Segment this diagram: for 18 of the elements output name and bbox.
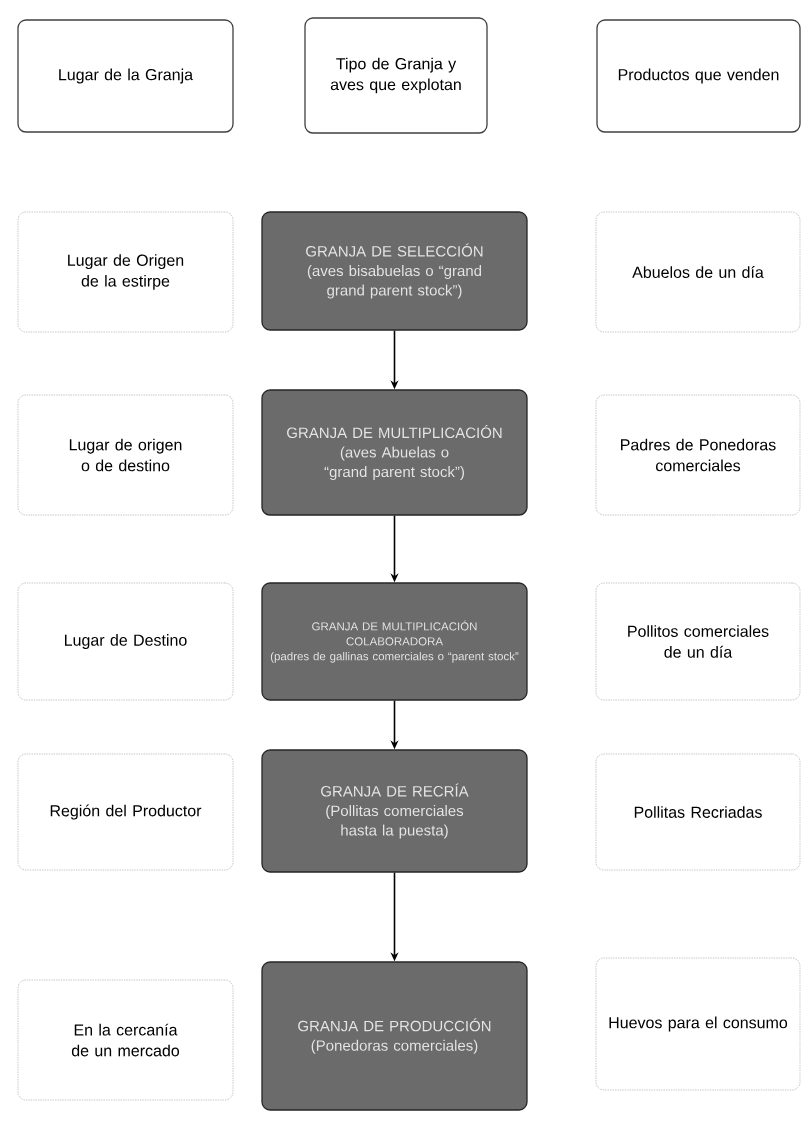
header-box: Lugar de la Granja	[17, 19, 234, 133]
header-box: Productos que venden	[596, 19, 801, 133]
process-box: GRANJA DE PRODUCCIÓN (Ponedoras comerciales)	[261, 961, 528, 1111]
info-box: Lugar de origen o de destino	[17, 394, 234, 516]
info-box: Padres de Ponedoras comerciales	[595, 394, 801, 516]
process-box: GRANJA DE MULTIPLICACIÓN COLABORADORA (padres de gallinas comerciales o “parent stock”	[261, 582, 528, 701]
process-box: GRANJA DE MULTIPLICACIÓN (aves Abuelas o “grand parent stock”)	[261, 389, 528, 516]
info-box: Región del Productor	[17, 753, 234, 871]
header-box: Tipo de Granja y aves que explotan	[304, 17, 488, 134]
info-box: En la cercanía de un mercado	[17, 979, 234, 1101]
info-box: Abuelos de un día	[595, 211, 801, 333]
info-box: Lugar de Destino	[17, 582, 234, 701]
process-box: GRANJA DE SELECCIÓN (aves bisabuelas o “grand grand parent stock”)	[261, 211, 528, 331]
process-box: GRANJA DE RECRÍA (Pollitas comerciales hasta la puesta)	[261, 749, 528, 873]
info-box: Pollitos comerciales de un día	[595, 582, 801, 701]
info-box: Lugar de Origen de la estirpe	[17, 211, 234, 333]
info-box: Huevos para el consumo	[595, 957, 801, 1091]
info-box: Pollitas Recriadas	[595, 753, 801, 871]
